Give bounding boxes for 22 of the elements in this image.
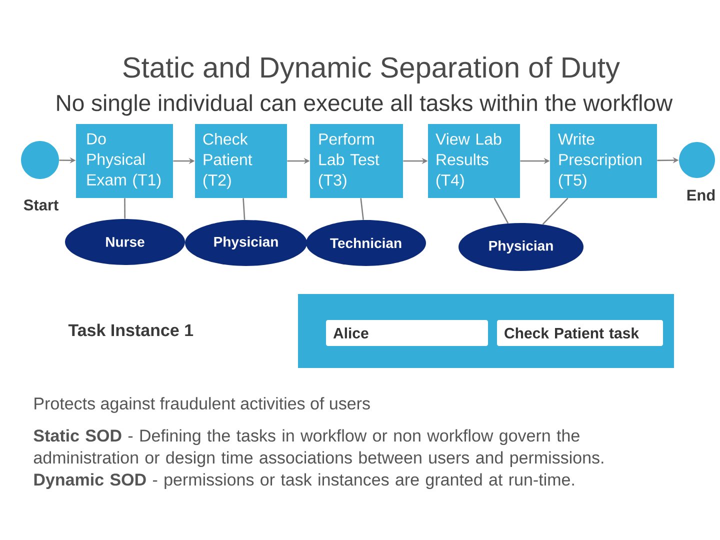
start-label: Start <box>24 200 58 210</box>
task-box: Do Physical Exam (T1) <box>76 124 173 198</box>
connector-line <box>542 198 568 225</box>
subtitle: No single individual can execute all tasks within the workflow <box>57 94 673 116</box>
connector-line <box>124 198 126 219</box>
task-box: View Lab Results (T4) <box>428 124 520 198</box>
end-circle <box>679 142 715 178</box>
input-field: Check Patient task <box>497 320 663 346</box>
connector-line <box>242 198 246 220</box>
body-text: Dynamic SOD - permissions or task instances are granted at run-time. <box>34 473 574 490</box>
task-box: Perform Lab Test (T3) <box>310 124 403 198</box>
slide-title: Static and Dynamic Separation of Duty <box>123 56 620 84</box>
start-circle <box>21 141 59 179</box>
end-label: End <box>687 189 715 201</box>
connector-line <box>360 198 364 220</box>
connector-line <box>494 198 509 224</box>
task-box: Write Prescription (T5) <box>550 124 657 198</box>
task-box: Check Patient (T2) <box>195 124 287 198</box>
input-field: Alice <box>326 320 488 346</box>
panel-label: Task Instance 1 <box>68 324 194 336</box>
body-text: Protects against fraudulent activities of users <box>34 397 370 413</box>
body-text: Static SOD - Defining the tasks in workflow or non workflow govern the administration or design time associations between users and permissions. <box>34 429 604 468</box>
